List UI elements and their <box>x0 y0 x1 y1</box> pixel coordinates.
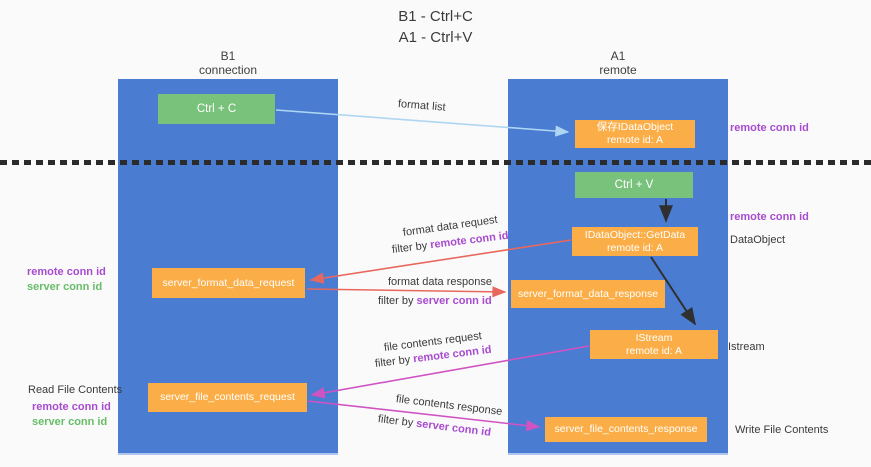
filter-by-prefix: filter by <box>378 295 417 307</box>
server-file-contents-response-label: server_file_contents_response <box>554 423 698 435</box>
annotation-remote-conn-id-top-right: remote conn id <box>730 122 809 134</box>
getdata-line2: remote id: A <box>606 241 664 254</box>
node-istream: IStream remote id: A <box>590 330 718 359</box>
save-idataobject-line2: remote id: A <box>606 134 664 146</box>
node-server-file-contents-response: server_file_contents_response <box>545 417 707 442</box>
filter-key-server-conn-id: server conn id <box>415 417 492 439</box>
node-idataobject-getdata: IDataObject::GetData remote id: A <box>572 227 698 256</box>
node-server-format-data-request: server_format_data_request <box>152 268 305 298</box>
filter-by-prefix: filter by <box>391 239 431 256</box>
title-line-2: A1 - Ctrl+V <box>398 29 473 46</box>
ctrl-c-label: Ctrl + C <box>196 103 237 115</box>
istream-line1: IStream <box>635 331 673 344</box>
annotation-read-file-contents: Read File Contents <box>28 384 123 396</box>
server-format-data-response-label: server_format_data_response <box>517 287 659 300</box>
annotation-remote-conn-id-mid-right: remote conn id <box>730 211 809 223</box>
lane-a1-role: remote <box>599 63 637 77</box>
annotation-server-conn-id-left: server conn id <box>27 281 103 293</box>
getdata-line1: IDataObject::GetData <box>584 228 686 241</box>
annotation-istream: Istream <box>728 341 765 353</box>
node-ctrl-c: Ctrl + C <box>158 94 275 124</box>
lane-header-a1: A1 remote <box>518 49 718 77</box>
annotation-remote-conn-id-left: remote conn id <box>27 266 106 278</box>
annotation-server-conn-id-bottom-left: server conn id <box>32 416 108 428</box>
lane-header-b1: B1 connection <box>128 49 328 77</box>
lane-b1-name: B1 <box>220 49 236 63</box>
annotation-write-file-contents: Write File Contents <box>735 424 829 436</box>
server-format-data-request-label: server_format_data_request <box>162 276 295 289</box>
separator-dashed-line <box>0 160 871 165</box>
edge-label-file-contents-response: file contents response <box>395 393 503 418</box>
edge-label-file-contents-response-filter: filter by server conn id <box>377 413 491 439</box>
title-line-1: B1 - Ctrl+C <box>398 8 473 25</box>
filter-by-prefix: filter by <box>377 413 417 430</box>
node-server-file-contents-request: server_file_contents_request <box>148 383 307 412</box>
edge-label-format-data-response: format data response <box>388 276 492 288</box>
edge-label-format-data-response-filter: filter by server conn id <box>378 295 492 307</box>
istream-line2: remote id: A <box>625 344 683 357</box>
diagram-title: B1 - Ctrl+C A1 - Ctrl+V <box>0 6 871 48</box>
annotation-remote-conn-id-bottom-left: remote conn id <box>32 401 111 413</box>
annotation-dataobject: DataObject <box>730 234 786 246</box>
edge-label-format-list: format list <box>397 98 447 114</box>
node-server-format-data-response: server_format_data_response <box>511 280 665 308</box>
ctrl-v-label: Ctrl + V <box>614 179 654 191</box>
server-file-contents-request-label: server_file_contents_request <box>160 391 295 403</box>
filter-key-server-conn-id: server conn id <box>416 295 492 307</box>
lane-a1-name: A1 <box>610 49 626 63</box>
lane-b1-role: connection <box>198 63 258 77</box>
filter-by-prefix: filter by <box>374 353 414 370</box>
node-ctrl-v: Ctrl + V <box>575 172 693 198</box>
node-save-idataobject: 保存IDataObject remote id: A <box>575 120 695 148</box>
save-idataobject-line1: 保存IDataObject <box>596 121 674 133</box>
